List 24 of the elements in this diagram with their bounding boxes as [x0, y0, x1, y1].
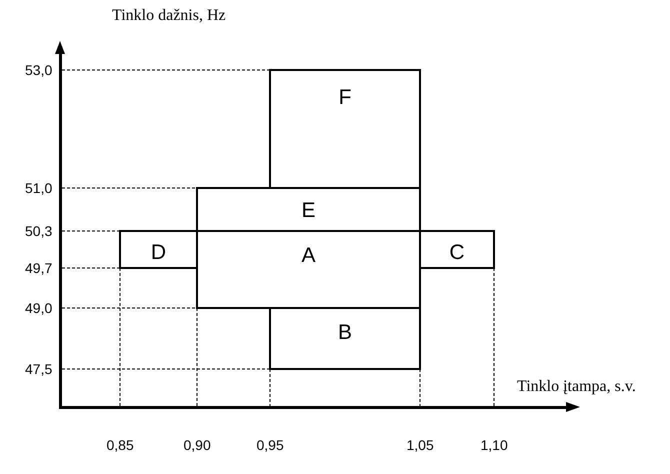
tick-label: 47,5 — [25, 361, 52, 377]
tick-label: 50,3 — [25, 223, 52, 239]
region-letter: C — [448, 242, 466, 264]
tick-label: 1,10 — [480, 437, 508, 453]
region-box — [419, 230, 495, 269]
region-box — [196, 187, 421, 232]
tick-label: 0,95 — [256, 437, 284, 453]
tick-label: 53,0 — [25, 62, 52, 78]
region-box — [269, 69, 421, 189]
region-box — [119, 230, 198, 269]
region-letter: B — [336, 322, 353, 344]
tick-label: 49,0 — [25, 300, 52, 316]
axis-title: Tinklo dažnis, Hz — [112, 8, 226, 24]
axis-title: Tinklo įtampa, s.v. — [517, 379, 636, 395]
tick-label: 0,90 — [184, 437, 211, 453]
tick-label: 1,05 — [406, 437, 434, 453]
region-letter: A — [300, 245, 316, 267]
region-letter: E — [300, 200, 316, 222]
tick-label: 0,85 — [106, 437, 134, 453]
region-letter: D — [150, 242, 168, 264]
region-box — [269, 307, 421, 370]
tick-label: 51,0 — [25, 180, 52, 196]
tick-label: 49,7 — [25, 260, 52, 276]
region-letter: F — [338, 87, 352, 109]
